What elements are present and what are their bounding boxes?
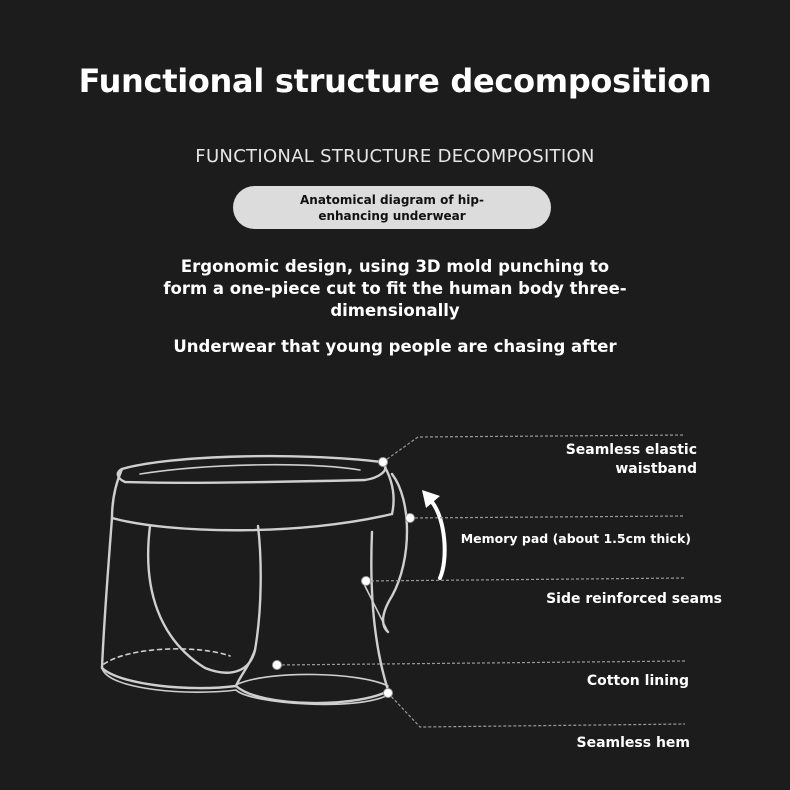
lift-arrow-head-icon (422, 490, 440, 508)
design-description: Ergonomic design, using 3D mold punching… (163, 257, 627, 320)
leader-line-side-seams (365, 577, 686, 582)
left-leg-outer (100, 516, 114, 670)
callout-label-cotton-lining: Cotton lining (586, 673, 689, 689)
callout-label-memory-pad: Memory pad (about 1.5cm thick) (460, 531, 691, 546)
callout-dot-side-seams (361, 576, 371, 586)
lift-arrow-icon (430, 500, 447, 580)
waistband-lower-edge (110, 512, 394, 532)
callout-dot-cotton-lining (272, 660, 282, 670)
waistband-inner-rim (139, 463, 361, 475)
leader-line-memory-pad (409, 515, 686, 519)
left-leg-hem-front (100, 666, 238, 690)
callout-dot-memory-pad (405, 513, 415, 523)
right-leg-inner (234, 648, 257, 688)
leader-line-cotton-lining (276, 660, 686, 666)
rear-hip-curve (381, 472, 409, 634)
front-pouch (146, 524, 262, 674)
diagram-caption-pill: Anatomical diagram of hip-enhancing unde… (233, 186, 551, 229)
waistband-top-outline (116, 454, 387, 485)
leader-line-hem (387, 692, 686, 728)
right-leg-hem-top (237, 673, 389, 687)
diagram-caption-text: Anatomical diagram of hip-enhancing unde… (300, 192, 484, 223)
tagline: Underwear that young people are chasing … (173, 337, 617, 356)
callout-label-hem: Seamless hem (576, 735, 691, 751)
waistband-left-side (110, 467, 124, 520)
callout-label-side-seams: Side reinforced seams (546, 591, 722, 607)
callout-label-waistband: Seamless elastic waistband (565, 442, 697, 477)
left-leg-hem-back (103, 648, 231, 665)
leader-line-waistband (382, 434, 686, 463)
callout-dot-hem (383, 688, 393, 698)
side-seam (370, 530, 390, 692)
page-subtitle: FUNCTIONAL STRUCTURE DECOMPOSITION (195, 146, 595, 167)
page-title: Functional structure decomposition (78, 62, 712, 100)
right-leg-hem-front (234, 684, 392, 705)
right-leg-hem-bottom (235, 689, 391, 706)
left-leg-hem-bottom (101, 667, 237, 693)
callout-dot-waistband (378, 457, 388, 467)
